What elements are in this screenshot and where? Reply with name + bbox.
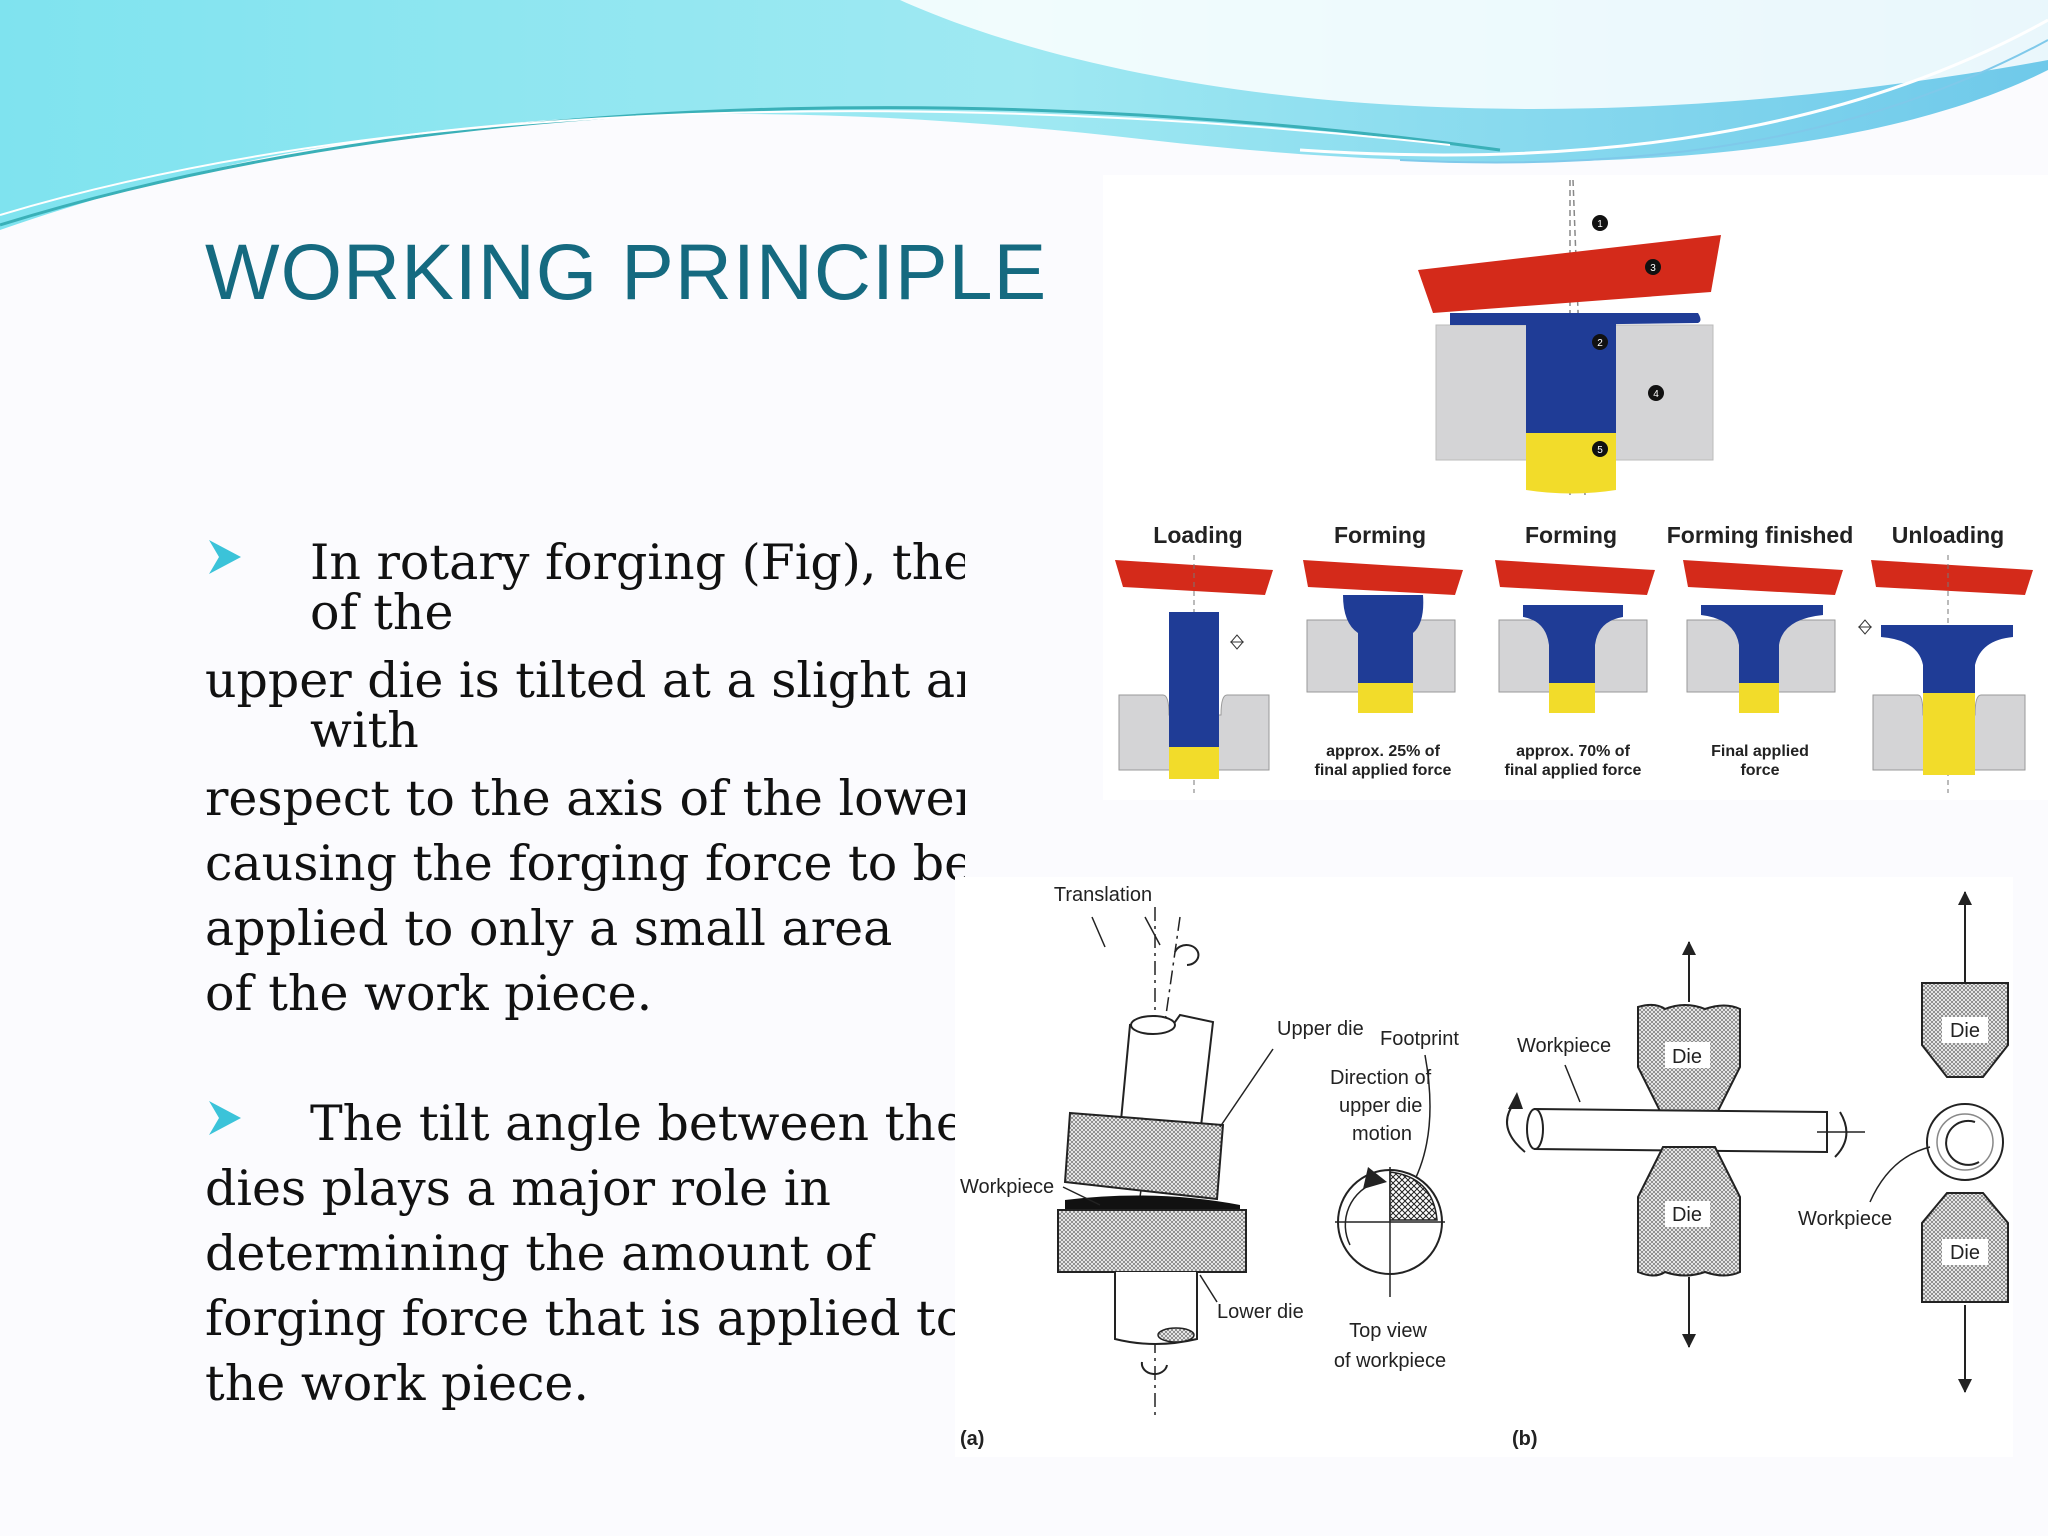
die-label: Die [1950,1242,1980,1264]
callout-4: 4 [1653,389,1659,400]
body-line: forging force that is applied to [205,1290,965,1347]
stage-label-loading: Loading [1153,522,1242,548]
body-line: of the work piece. [205,965,653,1022]
stage-note: approx. 70% of [1516,743,1630,760]
label-direction: upper die [1339,1095,1422,1117]
label-translation: Translation [1054,884,1152,906]
panel-b-diagram: Workpiece Die Die Die Die Wor [1506,891,2009,1450]
main-die-diagram: 1 3 2 4 5 [1418,179,1721,496]
callout-3: 3 [1650,263,1656,274]
body-line: upper die is tilted at a slight angle [205,652,965,709]
stage-unloading-diagram [1857,555,2033,793]
stage-note: final applied force [1315,762,1452,779]
stage-forming-25-diagram: approx. 25% of final applied force [1303,560,1463,779]
die-label: Die [1672,1046,1702,1068]
label-workpiece-b: Workpiece [1517,1035,1611,1057]
label-workpiece-b-right: Workpiece [1798,1208,1892,1230]
body-line: of the [310,584,454,641]
panel-a-diagram: Translation Upper die Footprint Directio… [960,884,1459,1450]
stage-forming-finished-diagram: Final applied force [1683,560,1843,779]
body-line: with [310,702,419,759]
rotary-forging-line-figure: Translation Upper die Footprint Directio… [955,877,2013,1457]
stage-note: Final applied [1711,743,1809,760]
label-top-view: Top view [1349,1320,1427,1342]
header-wave [0,0,2048,230]
slide-title: WORKING PRINCIPLE [205,227,1048,316]
label-direction: Direction of [1330,1067,1432,1089]
body-line: causing the forging force to be [205,835,965,892]
stage-note: approx. 25% of [1326,743,1440,760]
stage-label-forming: Forming [1334,522,1426,548]
body-line: determining the amount of [205,1225,873,1282]
body-line: The tilt angle between the two [310,1095,965,1152]
arrow-bullet-icon [209,1101,241,1135]
label-footprint: Footprint [1380,1028,1459,1050]
label-direction: motion [1352,1123,1412,1145]
stage-label-forming-2: Forming [1525,522,1617,548]
stage-note: force [1740,762,1779,779]
label-panel-b: (b) [1512,1428,1538,1450]
body-line: applied to only a small area [205,900,893,957]
label-lower-die: Lower die [1217,1301,1304,1323]
label-top-view: of workpiece [1334,1350,1446,1372]
label-upper-die: Upper die [1277,1018,1364,1040]
stage-loading-diagram [1115,555,1273,793]
stage-label-forming-finished: Forming finished [1667,522,1854,548]
die-label: Die [1950,1020,1980,1042]
callout-1: 1 [1597,219,1603,230]
label-workpiece: Workpiece [960,1176,1054,1198]
body-line: In rotary forging (Fig), the axis [310,534,965,591]
arrow-bullet-icon [209,540,241,574]
stage-note: final applied force [1505,762,1642,779]
body-line: dies plays a major role in [205,1160,831,1217]
body-line: respect to the axis of the lower die, [205,770,965,827]
callout-5: 5 [1597,445,1603,456]
slide-body: In rotary forging (Fig), the axis of the… [205,530,965,1430]
callout-2: 2 [1597,338,1603,349]
label-panel-a: (a) [960,1428,984,1450]
die-label: Die [1672,1204,1702,1226]
stage-label-unloading: Unloading [1892,522,2004,548]
body-line: the work piece. [205,1355,590,1412]
rotary-forging-stages-figure: 1 3 2 4 5 Loading Forming Forming Formin… [1103,175,2048,800]
stage-forming-70-diagram: approx. 70% of final applied force [1495,560,1655,779]
